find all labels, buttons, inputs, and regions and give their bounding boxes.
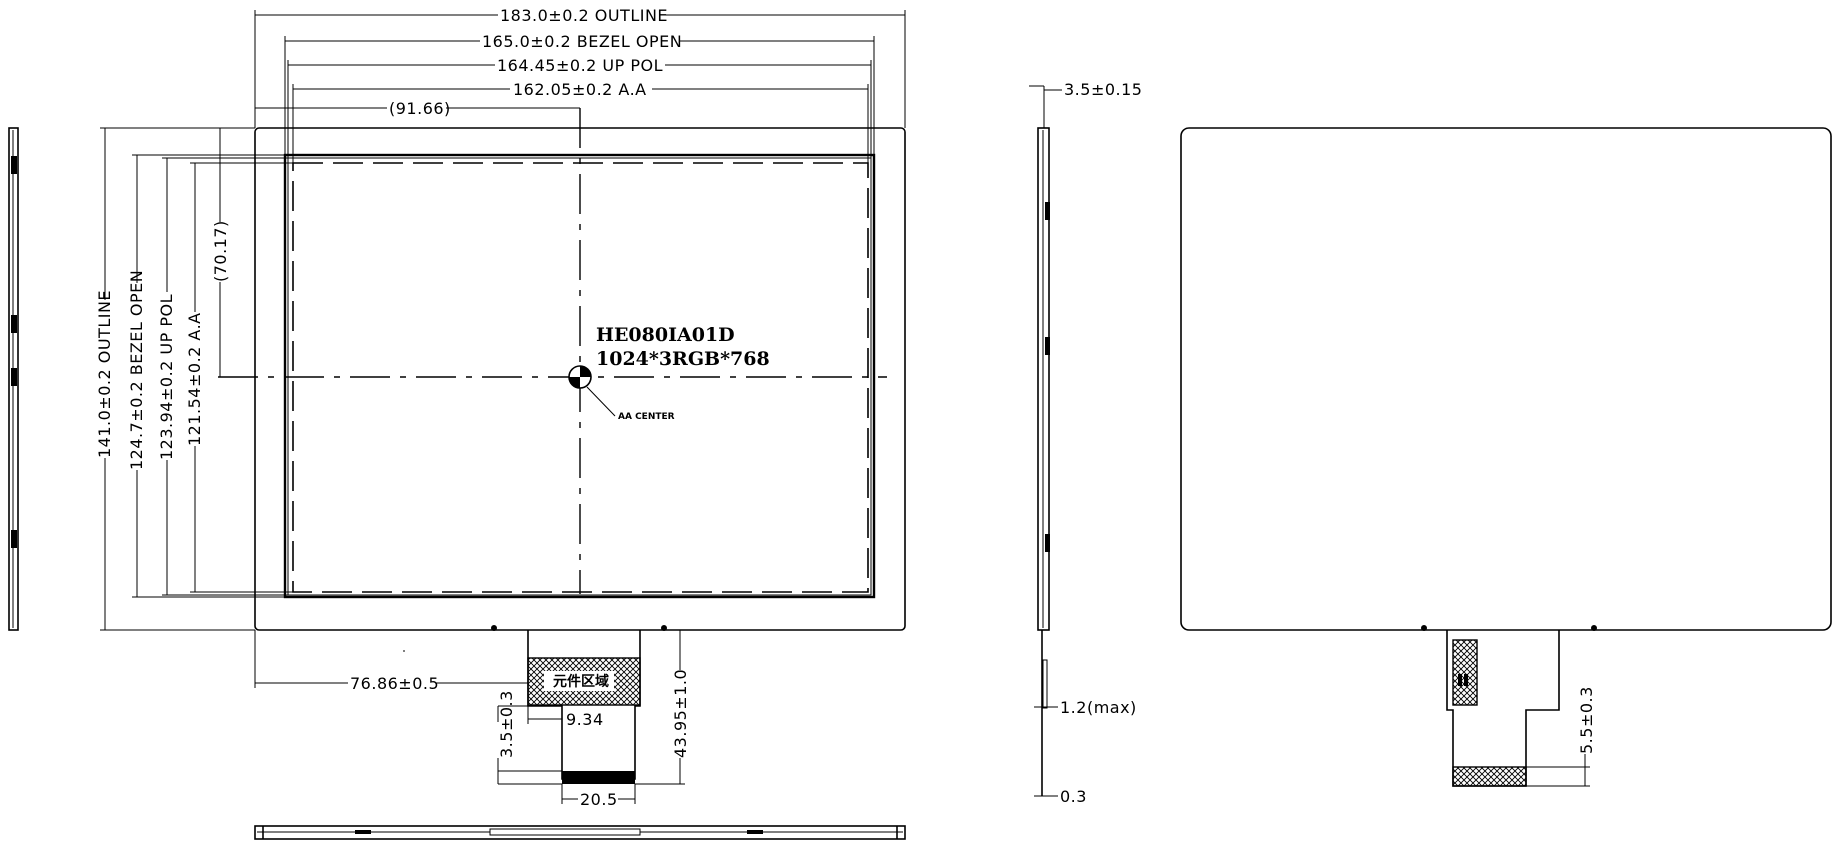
dim-fpc-thickness: 1.2(max) xyxy=(1060,698,1137,717)
fpc-dimensions: 76.86±0.5 3.5±0.3 9.34 43.95±1.0 20.5 xyxy=(254,629,690,809)
dim-fpc-tip-thickness: 0.3 xyxy=(1060,787,1087,806)
dim-outline-height: 141.0±0.2 OUTLINE xyxy=(95,290,114,458)
dim-fpc-width-small: 9.34 xyxy=(566,710,604,729)
dim-fpc-offset: 76.86±0.5 xyxy=(350,674,439,693)
dim-bezel-width: 165.0±0.2 BEZEL OPEN xyxy=(482,32,682,51)
dim-pol-height: 123.94±0.2 UP POL xyxy=(157,294,176,460)
dim-aa-width: 162.05±0.2 A.A xyxy=(513,80,647,99)
aa-center-symbol xyxy=(568,365,616,417)
component-area-label: 元件区域 xyxy=(553,673,609,690)
dim-outline-width: 183.0±0.2 OUTLINE xyxy=(500,6,668,25)
model-resolution: 1024*3RGB*768 xyxy=(596,348,770,370)
dim-fpc-stiffener: 3.5±0.3 xyxy=(497,690,516,758)
bezel-open-frame xyxy=(283,153,876,599)
aa-center-label: AA CENTER xyxy=(618,412,675,422)
dim-bezel-height: 124.7±0.2 BEZEL OPEN xyxy=(127,270,146,470)
side-profile-view: 3.5±0.15 1.2(max) 0.3 xyxy=(1029,80,1142,806)
back-view: 5.5±0.3 xyxy=(1180,127,1832,787)
left-dimensions: 141.0±0.2 OUTLINE 124.7±0.2 BEZEL OPEN 1… xyxy=(95,127,293,631)
dim-center-y: (70.17) xyxy=(211,220,230,282)
model-name: HE080IA01D xyxy=(596,324,735,346)
dim-aa-height: 121.54±0.2 A.A xyxy=(185,312,204,446)
bottom-side-view xyxy=(254,825,906,840)
top-dimensions: 183.0±0.2 OUTLINE 165.0±0.2 BEZEL OPEN 1… xyxy=(254,6,906,163)
left-side-view xyxy=(8,127,19,631)
back-outline xyxy=(1180,127,1832,631)
dim-fpc-length: 43.95±1.0 xyxy=(671,669,690,758)
dim-back-fpc-tip: 5.5±0.3 xyxy=(1577,686,1596,754)
dim-fpc-tip: 20.5 xyxy=(580,790,618,809)
front-view: HE080IA01D 1024*3RGB*768 AA CENTER xyxy=(218,108,906,652)
dim-pol-width: 164.45±0.2 UP POL xyxy=(497,56,663,75)
front-fpc: 元件区域 xyxy=(527,630,641,790)
dim-center-x: (91.66) xyxy=(389,99,451,118)
dim-thickness: 3.5±0.15 xyxy=(1064,80,1142,99)
